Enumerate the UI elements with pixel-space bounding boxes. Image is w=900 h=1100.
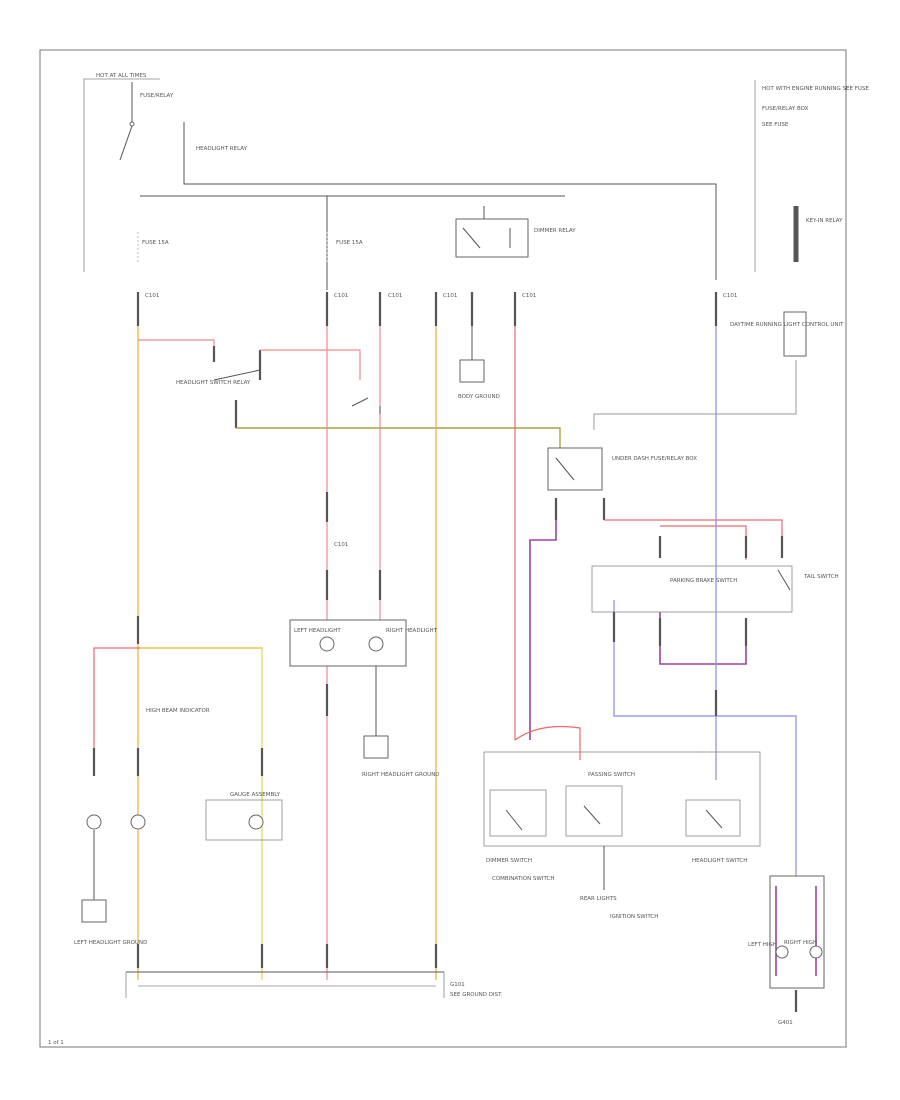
lamp-high-bulb [775,945,789,959]
daytime-unit-box [783,311,807,357]
label-hot-right-2: FUSE/RELAY BOX [762,106,809,112]
wire-red-right-drop [660,525,747,560]
headlight-switch-box [685,799,741,837]
gauge-left-bulb [86,814,102,830]
wire-red-passing [514,725,581,760]
passing-switch-arm [583,805,601,825]
label-headlight-switch: HEADLIGHT SWITCH [692,858,747,864]
label-headlight-left: LEFT HEADLIGHT [294,628,341,634]
label-g-main: G101 [450,982,465,988]
label-hot-top: HOT AT ALL TIMES [96,73,147,79]
label-fuse-a: FUSE 15A [142,240,169,246]
label-headlight-sw-relay: HEADLIGHT SWITCH RELAY [176,380,251,386]
label-body-ground: BODY GROUND [458,394,500,400]
label-tail-switch: TAIL SWITCH [803,574,839,580]
tail-switch-box [591,565,793,613]
wire-purple-right-loop [659,612,747,665]
gauge-right-bulb [248,814,264,830]
label-headlight-relay: HEADLIGHT RELAY [196,146,248,152]
label-see-ground: SEE GROUND DIST. [450,992,503,998]
left-gauge-ground [81,899,107,923]
top-relay-pivot [129,121,135,127]
bottom-right-lamp-box [769,875,825,989]
label-gauge-assembly: GAUGE ASSEMBLY [230,792,281,798]
right-headlight-bulb [368,636,384,652]
label-hot-right: HOT WITH ENGINE RUNNING SEE FUSE [762,86,869,92]
daytime-unit-wire [593,360,797,430]
wire-purple-left [529,520,557,740]
headlights-box [289,619,407,667]
label-dimmer-relay: DIMMER RELAY [534,228,576,234]
wire-red-right-loop [604,519,783,540]
tail-switch-contact [777,569,791,591]
label-c1: C101 [145,293,159,299]
wire-olive-horizontal [236,427,561,452]
left-headlight-bulb [319,636,335,652]
label-g-right-hl: RIGHT HEADLIGHT GROUND [362,772,440,778]
dimmer-relay-contact [462,227,481,249]
label-headlight-right: RIGHT HEADLIGHT [386,628,438,634]
label-beam-indicator: HIGH BEAM INDICATOR [146,708,210,714]
tail-relay-box [547,447,603,491]
center-switch-arm [351,397,369,407]
label-hot-right-3: SEE FUSE [762,122,789,128]
label-combination-switch: COMBINATION SWITCH [492,876,555,882]
label-c4: C101 [443,293,457,299]
gauge-assembly-box [205,799,283,841]
label-dimmer-switch: DIMMER SWITCH [486,858,532,864]
headlight-switch-relay-arm [213,369,261,381]
dimmer-switch-arm [505,809,523,831]
label-g-bottom-right: G401 [778,1020,793,1026]
label-under-dash-fuse: UNDER DASH FUSE/RELAY BOX [612,456,697,462]
label-passing-switch: PASSING SWITCH [588,772,635,778]
dimmer-switch-box [489,789,547,837]
wire-pink-left-relay [138,339,215,362]
headlight-switch-arm [705,809,723,829]
label-c5: C101 [522,293,536,299]
label-c2: C101 [334,293,348,299]
tail-relay-contact [555,457,575,481]
dimmer-relay-ground [459,359,485,383]
label-g-left-hl: LEFT HEADLIGHT GROUND [74,940,147,946]
label-right-high: RIGHT HIGH [784,940,817,946]
label-rear-lights: REAR LIGHTS [580,896,617,902]
label-c6: C101 [723,293,737,299]
top-relay-contact [119,125,133,161]
wire-yellow-left-loop [140,647,263,980]
label-ignition: IGNITION SWITCH [610,914,658,920]
label-left-high: LEFT HIGH [748,942,777,948]
gauge-center-bulb [130,814,146,830]
wire-blue-bottom [613,600,797,876]
label-fuse-b: FUSE 15A [336,240,363,246]
label-parking-brake: PARKING BRAKE SWITCH [670,578,737,584]
wire-pink-relay-bridge [260,349,361,380]
combination-switch-box [483,751,761,847]
page-reference: 1 of 1 [48,1040,64,1046]
label-c7: C101 [334,542,348,548]
label-fuse-top-left: FUSE/RELAY [140,93,174,99]
label-c3: C101 [388,293,402,299]
label-key-in-relay: KEY-IN RELAY [806,218,843,224]
dimmer-relay-box [455,218,529,258]
right-headlight-ground [363,735,389,759]
wire-red-left-loop [93,647,262,760]
passing-switch-box [565,785,623,837]
bottom-ground-bracket [125,972,445,998]
top-left-fuse-box-outline [83,78,160,272]
top-relay-coil-wire [183,122,717,280]
diagram-frame [39,49,847,1048]
lamp-low-bulb [809,945,823,959]
label-daytime-unit: DAYTIME RUNNING LIGHT CONTROL UNIT [730,322,844,328]
